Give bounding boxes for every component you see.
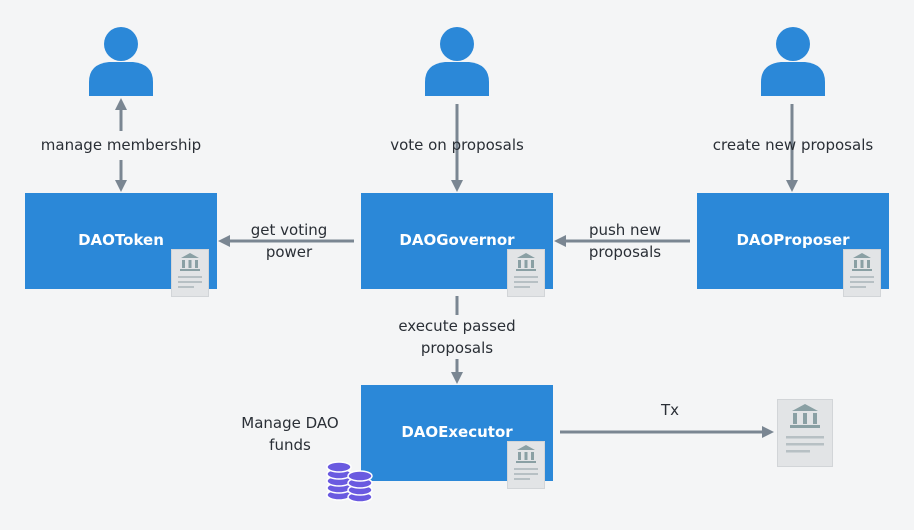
label-execute-passed-line2: proposals — [420, 339, 494, 357]
label-push-new-proposals-line1: push new — [588, 221, 662, 239]
contract-doc-icon — [843, 249, 881, 297]
label-tx: Tx — [660, 401, 680, 419]
dao-executor-box[interactable]: DAOExecutor — [361, 385, 553, 489]
dao-proposer-box[interactable]: DAOProposer — [697, 193, 889, 297]
label-manage-dao-funds: Manage DAO funds — [230, 412, 350, 456]
label-execute-passed-proposals: execute passed proposals — [377, 315, 537, 359]
label-manage-membership: manage membership — [40, 136, 202, 154]
dao-token-box[interactable]: DAOToken — [25, 193, 217, 297]
label-get-voting-power: get voting power — [237, 219, 341, 263]
label-manage-dao-funds-line1: Manage DAO — [241, 414, 339, 432]
person-icon — [89, 27, 153, 96]
contract-doc-icon — [507, 441, 545, 489]
label-vote-on-proposals: vote on proposals — [390, 136, 524, 154]
dao-token-title: DAOToken — [78, 231, 164, 249]
person-icon — [425, 27, 489, 96]
dao-governor-box[interactable]: DAOGovernor — [361, 193, 553, 297]
label-get-voting-power-line1: get voting — [250, 221, 328, 239]
label-execute-passed-line1: execute passed — [398, 317, 516, 335]
label-get-voting-power-line2: power — [265, 243, 313, 261]
contract-doc-icon — [171, 249, 209, 297]
label-push-new-proposals-line2: proposals — [588, 243, 662, 261]
label-manage-dao-funds-line2: funds — [269, 436, 311, 454]
person-icon — [761, 27, 825, 96]
dao-governor-title: DAOGovernor — [399, 231, 515, 249]
label-push-new-proposals: push new proposals — [573, 219, 677, 263]
contract-doc-icon — [507, 249, 545, 297]
dao-proposer-title: DAOProposer — [736, 231, 850, 249]
label-create-new-proposals: create new proposals — [712, 136, 874, 154]
dao-executor-title: DAOExecutor — [401, 423, 513, 441]
coins-icon — [326, 461, 373, 503]
tx-target-contract-icon — [777, 399, 833, 467]
